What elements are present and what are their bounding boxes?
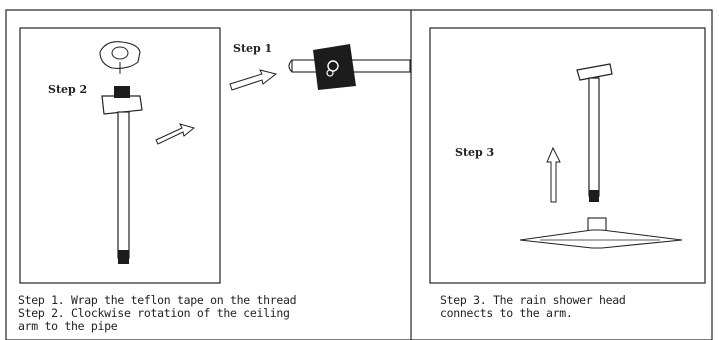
wrap-direction-arrow-icon xyxy=(229,69,278,91)
left-caption-line-1: Step 1. Wrap the teflon tape on the thre… xyxy=(18,293,297,307)
outer-frame xyxy=(5,9,713,340)
step3-figure: Step 3 xyxy=(429,27,706,284)
step1-figure: Step 1 xyxy=(229,42,411,91)
right-caption-line-2: connects to the arm. xyxy=(440,306,573,320)
ceiling-flange xyxy=(576,63,613,81)
teflon-tape-icon xyxy=(313,44,356,90)
tape-roll-icon xyxy=(99,41,141,74)
step2-inner-box xyxy=(19,27,221,284)
shower-arm-thread xyxy=(589,190,599,202)
step2-figure: Step 2 xyxy=(19,27,221,284)
wall-flange xyxy=(101,95,143,115)
up-arrow-icon xyxy=(546,146,561,203)
step1-label: Step 1 xyxy=(233,42,272,55)
arm-end-thread xyxy=(118,250,129,264)
shower-arm xyxy=(588,77,600,197)
right-caption-line-1: Step 3. The rain shower head xyxy=(440,293,626,307)
ceiling-arm xyxy=(117,111,130,259)
step3-label: Step 3 xyxy=(455,146,494,159)
left-caption-line-2: Step 2. Clockwise rotation of the ceilin… xyxy=(18,306,290,320)
left-caption-line-3: arm to the pipe xyxy=(18,319,118,333)
step2-label: Step 2 xyxy=(48,83,87,96)
rain-shower-head xyxy=(519,217,683,249)
step3-inner-box xyxy=(429,27,706,284)
threaded-connector xyxy=(114,86,130,98)
rotation-arrow-icon xyxy=(155,123,196,145)
